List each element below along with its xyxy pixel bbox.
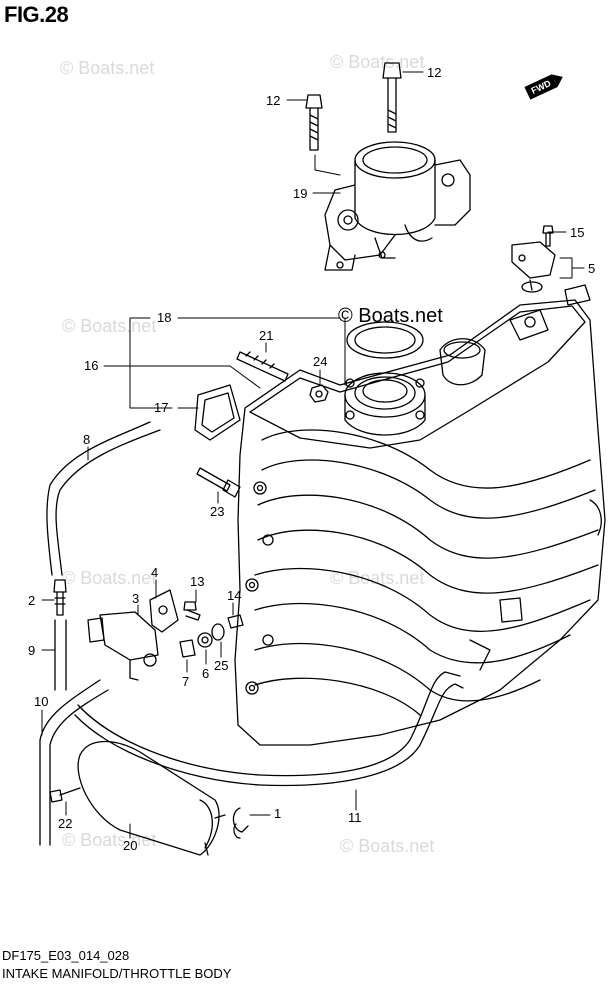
callout-22: 22: [58, 816, 72, 831]
callout-5: 5: [588, 261, 595, 276]
callout-numbers: 1 2 3 4 5 6 7 8 9 10 11 12 12 13 14 15 1…: [28, 65, 595, 853]
hose-9: [54, 619, 67, 691]
grommet-7: [179, 639, 196, 658]
callout-25: 25: [214, 658, 228, 673]
callout-24: 24: [313, 354, 327, 369]
hose-10: [39, 679, 109, 846]
callout-2: 2: [28, 593, 35, 608]
callout-1: 1: [274, 806, 281, 821]
watermark: © Boats.net: [330, 568, 425, 588]
intake-manifold: [234, 284, 606, 746]
watermark: © Boats.net: [62, 830, 157, 850]
callout-13: 13: [190, 574, 204, 589]
bolt-12-right: [382, 62, 402, 133]
callout-9: 9: [28, 643, 35, 658]
diagram-code: DF175_E03_014_028: [2, 948, 130, 963]
clip-1: [232, 807, 249, 839]
bolt-13: [183, 601, 201, 621]
callout-7: 7: [182, 674, 189, 689]
bolt-14: [227, 614, 244, 629]
callout-12-right: 12: [427, 65, 441, 80]
callout-16: 16: [84, 358, 98, 373]
gasket-17: [194, 384, 241, 441]
bolt-23: [196, 467, 241, 498]
valve-3: [87, 611, 159, 681]
bolt-22: [49, 787, 81, 803]
sensor-5: [511, 241, 556, 293]
figure-title: FIG.28: [4, 2, 69, 27]
bolt-15: [542, 225, 554, 247]
bolt-12-left: [305, 94, 323, 151]
callout-12-left: 12: [266, 93, 280, 108]
callout-23: 23: [210, 504, 224, 519]
diagram-title: INTAKE MANIFOLD/THROTTLE BODY: [2, 966, 232, 981]
watermark: © Boats.net: [330, 52, 425, 72]
callout-8: 8: [83, 432, 90, 447]
watermark: © Boats.net: [62, 568, 157, 588]
callout-19: 19: [293, 186, 307, 201]
callout-14: 14: [227, 588, 241, 603]
canister-20: [77, 740, 226, 856]
callout-18: 18: [157, 310, 171, 325]
bracket-4: [149, 589, 179, 633]
leader-lines: [41, 71, 585, 839]
watermark: © Boats.net: [62, 316, 157, 336]
callout-15: 15: [570, 225, 584, 240]
nut-24: [309, 384, 329, 403]
callout-10: 10: [34, 694, 48, 709]
hose-11: [74, 671, 464, 787]
callout-3: 3: [132, 591, 139, 606]
callout-17: 17: [154, 400, 168, 415]
hose-8: [46, 421, 161, 576]
throttle-body: [324, 141, 471, 271]
collar-6: [197, 632, 213, 648]
watermark-dark: © Boats.net: [338, 305, 443, 327]
callout-11: 11: [348, 810, 362, 825]
callout-20: 20: [123, 838, 137, 853]
fitting-2: [53, 579, 67, 616]
watermark: © Boats.net: [340, 836, 435, 856]
stud-21: [236, 351, 289, 382]
callout-4: 4: [151, 565, 158, 580]
callout-21: 21: [259, 328, 273, 343]
callout-6: 6: [202, 666, 209, 681]
washer-25: [211, 623, 225, 641]
watermark: © Boats.net: [60, 58, 155, 78]
gasket-18: [346, 321, 424, 359]
